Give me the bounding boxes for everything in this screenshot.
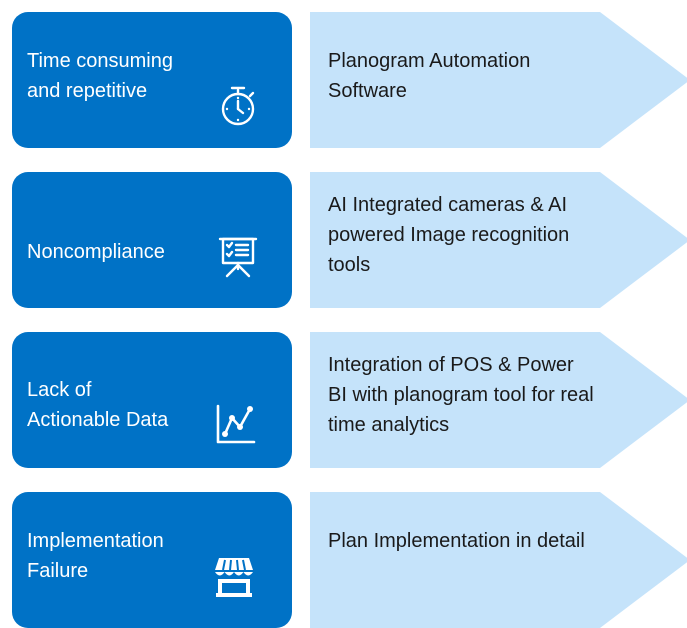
stopwatch-icon (221, 86, 255, 126)
problem-label: Noncompliance (27, 241, 165, 263)
solution-label: Plan Implementation in detail (328, 530, 585, 552)
solution-arrow: Planogram Automation Software (310, 12, 687, 148)
solution-arrow: Integration of POS & Power BI with plano… (310, 332, 687, 468)
problem-box: Noncompliance (12, 172, 292, 308)
solution-arrow: Plan Implementation in detail (310, 492, 687, 628)
solution-label: Planogram Automation Software (328, 50, 531, 102)
problem-box: Lack of Actionable Data (12, 332, 292, 468)
diagram-row-compliance: Noncompliance AI Integrated cameras & AI… (12, 172, 687, 308)
problem-label: Lack of Actionable Data (27, 379, 169, 431)
problem-label: Time consuming and repetitive (27, 50, 173, 102)
solution-label: AI Integrated cameras & AI powered Image… (328, 194, 570, 276)
storefront-icon (215, 558, 253, 597)
problem-box: Implementation Failure (12, 492, 292, 628)
problem-box: Time consuming and repetitive (12, 12, 292, 148)
presentation-board-icon (218, 237, 258, 278)
diagram-row-time: Time consuming and repetitive Planogram … (12, 12, 687, 148)
problem-label: Implementation Failure (27, 530, 164, 582)
solution-label: Integration of POS & Power BI with plano… (328, 354, 594, 436)
solution-arrow: AI Integrated cameras & AI powered Image… (310, 172, 687, 308)
diagram-row-data: Lack of Actionable Data Integration of P… (12, 332, 687, 468)
line-chart-icon (216, 404, 256, 444)
diagram-row-implementation: Implementation Failure P (12, 492, 687, 628)
